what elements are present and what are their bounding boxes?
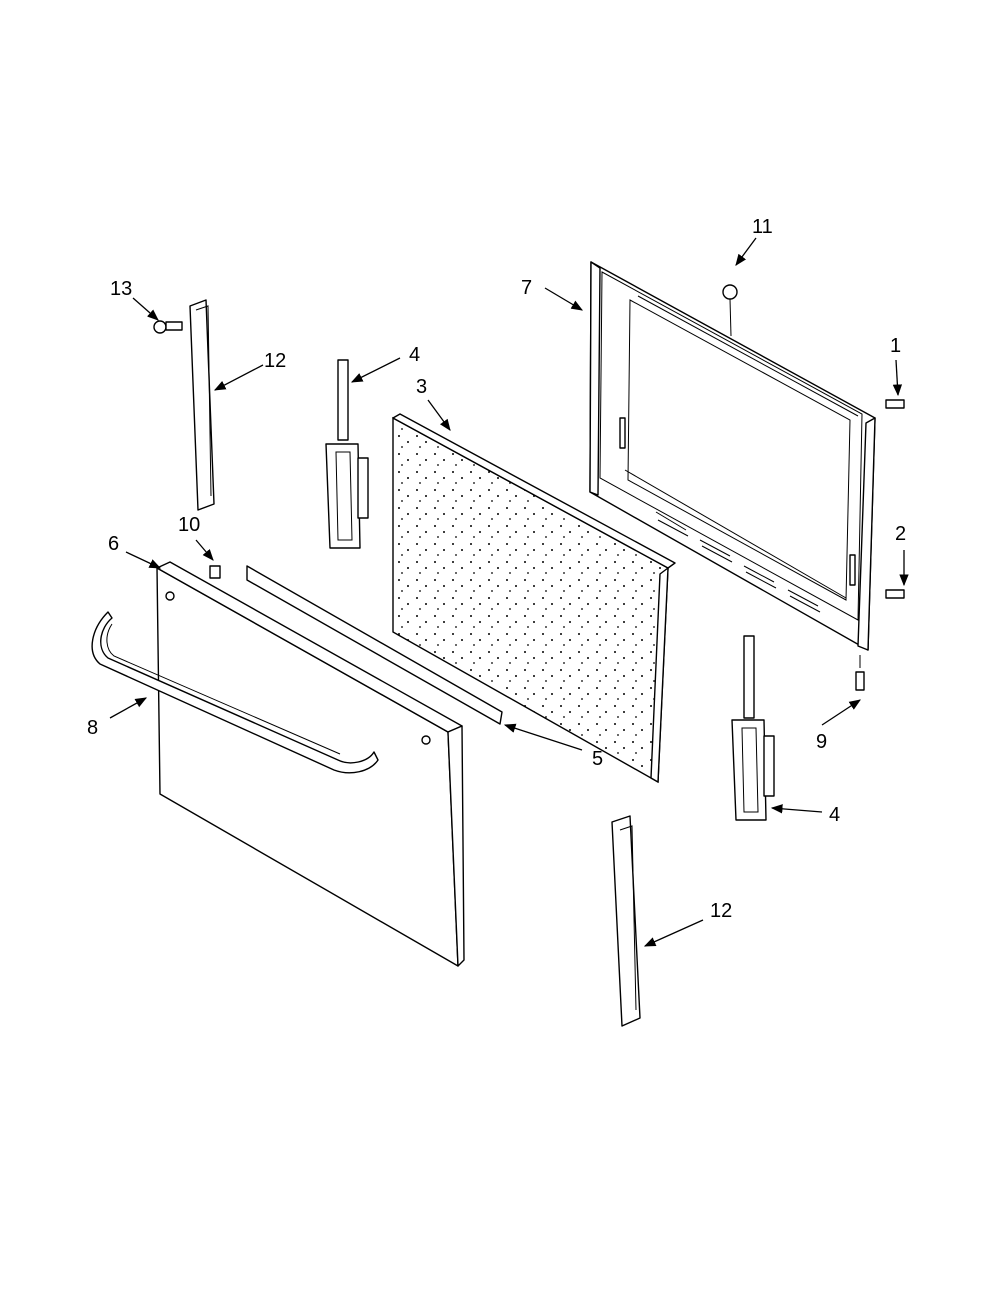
callout-8: 8 — [87, 717, 98, 739]
hinge-part-4-upper — [325, 359, 369, 549]
rail-part-12-lower — [611, 815, 641, 1027]
screw-part-2 — [885, 589, 905, 599]
screw-part-11 — [722, 284, 738, 337]
door-frame-part-7 — [589, 261, 876, 651]
callout-4-upper: 4 — [409, 344, 420, 366]
screw-part-13 — [153, 320, 183, 334]
screw-part-9 — [855, 655, 865, 691]
leader-arrows — [109, 237, 909, 947]
callout-10: 10 — [178, 514, 200, 536]
callout-13: 13 — [110, 278, 132, 300]
callout-2: 2 — [895, 523, 906, 545]
callout-4-lower: 4 — [829, 804, 840, 826]
callout-5: 5 — [592, 748, 603, 770]
callout-1: 1 — [890, 335, 901, 357]
callout-3: 3 — [416, 376, 427, 398]
callout-12-upper: 12 — [264, 350, 286, 372]
rail-part-12-upper — [189, 299, 215, 511]
callout-11: 11 — [752, 216, 773, 238]
outer-door-panel-part-6 — [156, 561, 465, 967]
insulation-part-3 — [392, 413, 676, 784]
screw-part-1 — [885, 399, 905, 409]
callout-12-lower: 12 — [710, 900, 732, 922]
clip-part-10 — [209, 565, 221, 579]
callout-7: 7 — [521, 277, 532, 299]
door-handle-part-8 — [91, 611, 379, 774]
callout-9: 9 — [816, 731, 827, 753]
callout-6: 6 — [108, 533, 119, 555]
hinge-part-4-lower — [731, 635, 775, 821]
seal-strip-part-5 — [246, 565, 503, 725]
